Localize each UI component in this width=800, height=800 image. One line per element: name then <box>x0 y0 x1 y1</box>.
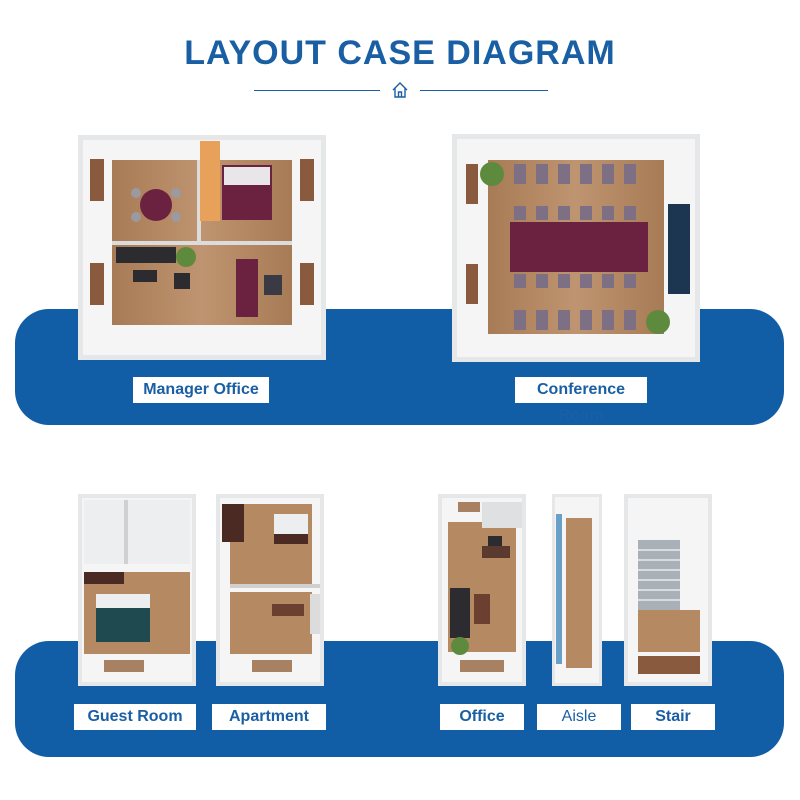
label-office: Office <box>440 704 524 730</box>
label-aisle: Aisle <box>537 704 621 730</box>
title-rule-right <box>420 90 548 91</box>
aisle-plan <box>552 494 602 686</box>
conference-room-plan <box>452 134 700 362</box>
apartment-plan <box>216 494 324 686</box>
office-plan <box>438 494 526 686</box>
label-apartment: Apartment <box>212 704 326 730</box>
page-title: LAYOUT CASE DIAGRAM <box>184 34 616 72</box>
label-guest-room: Guest Room <box>74 704 196 730</box>
label-stair: Stair <box>631 704 715 730</box>
title-rule-left <box>254 90 380 91</box>
home-icon <box>392 82 408 98</box>
stair-plan <box>624 494 712 686</box>
label-manager-office: Manager Office <box>133 377 269 403</box>
manager-office-plan <box>78 135 326 360</box>
label-conference-room: Conference Room <box>515 377 647 424</box>
guest-room-plan <box>78 494 196 686</box>
